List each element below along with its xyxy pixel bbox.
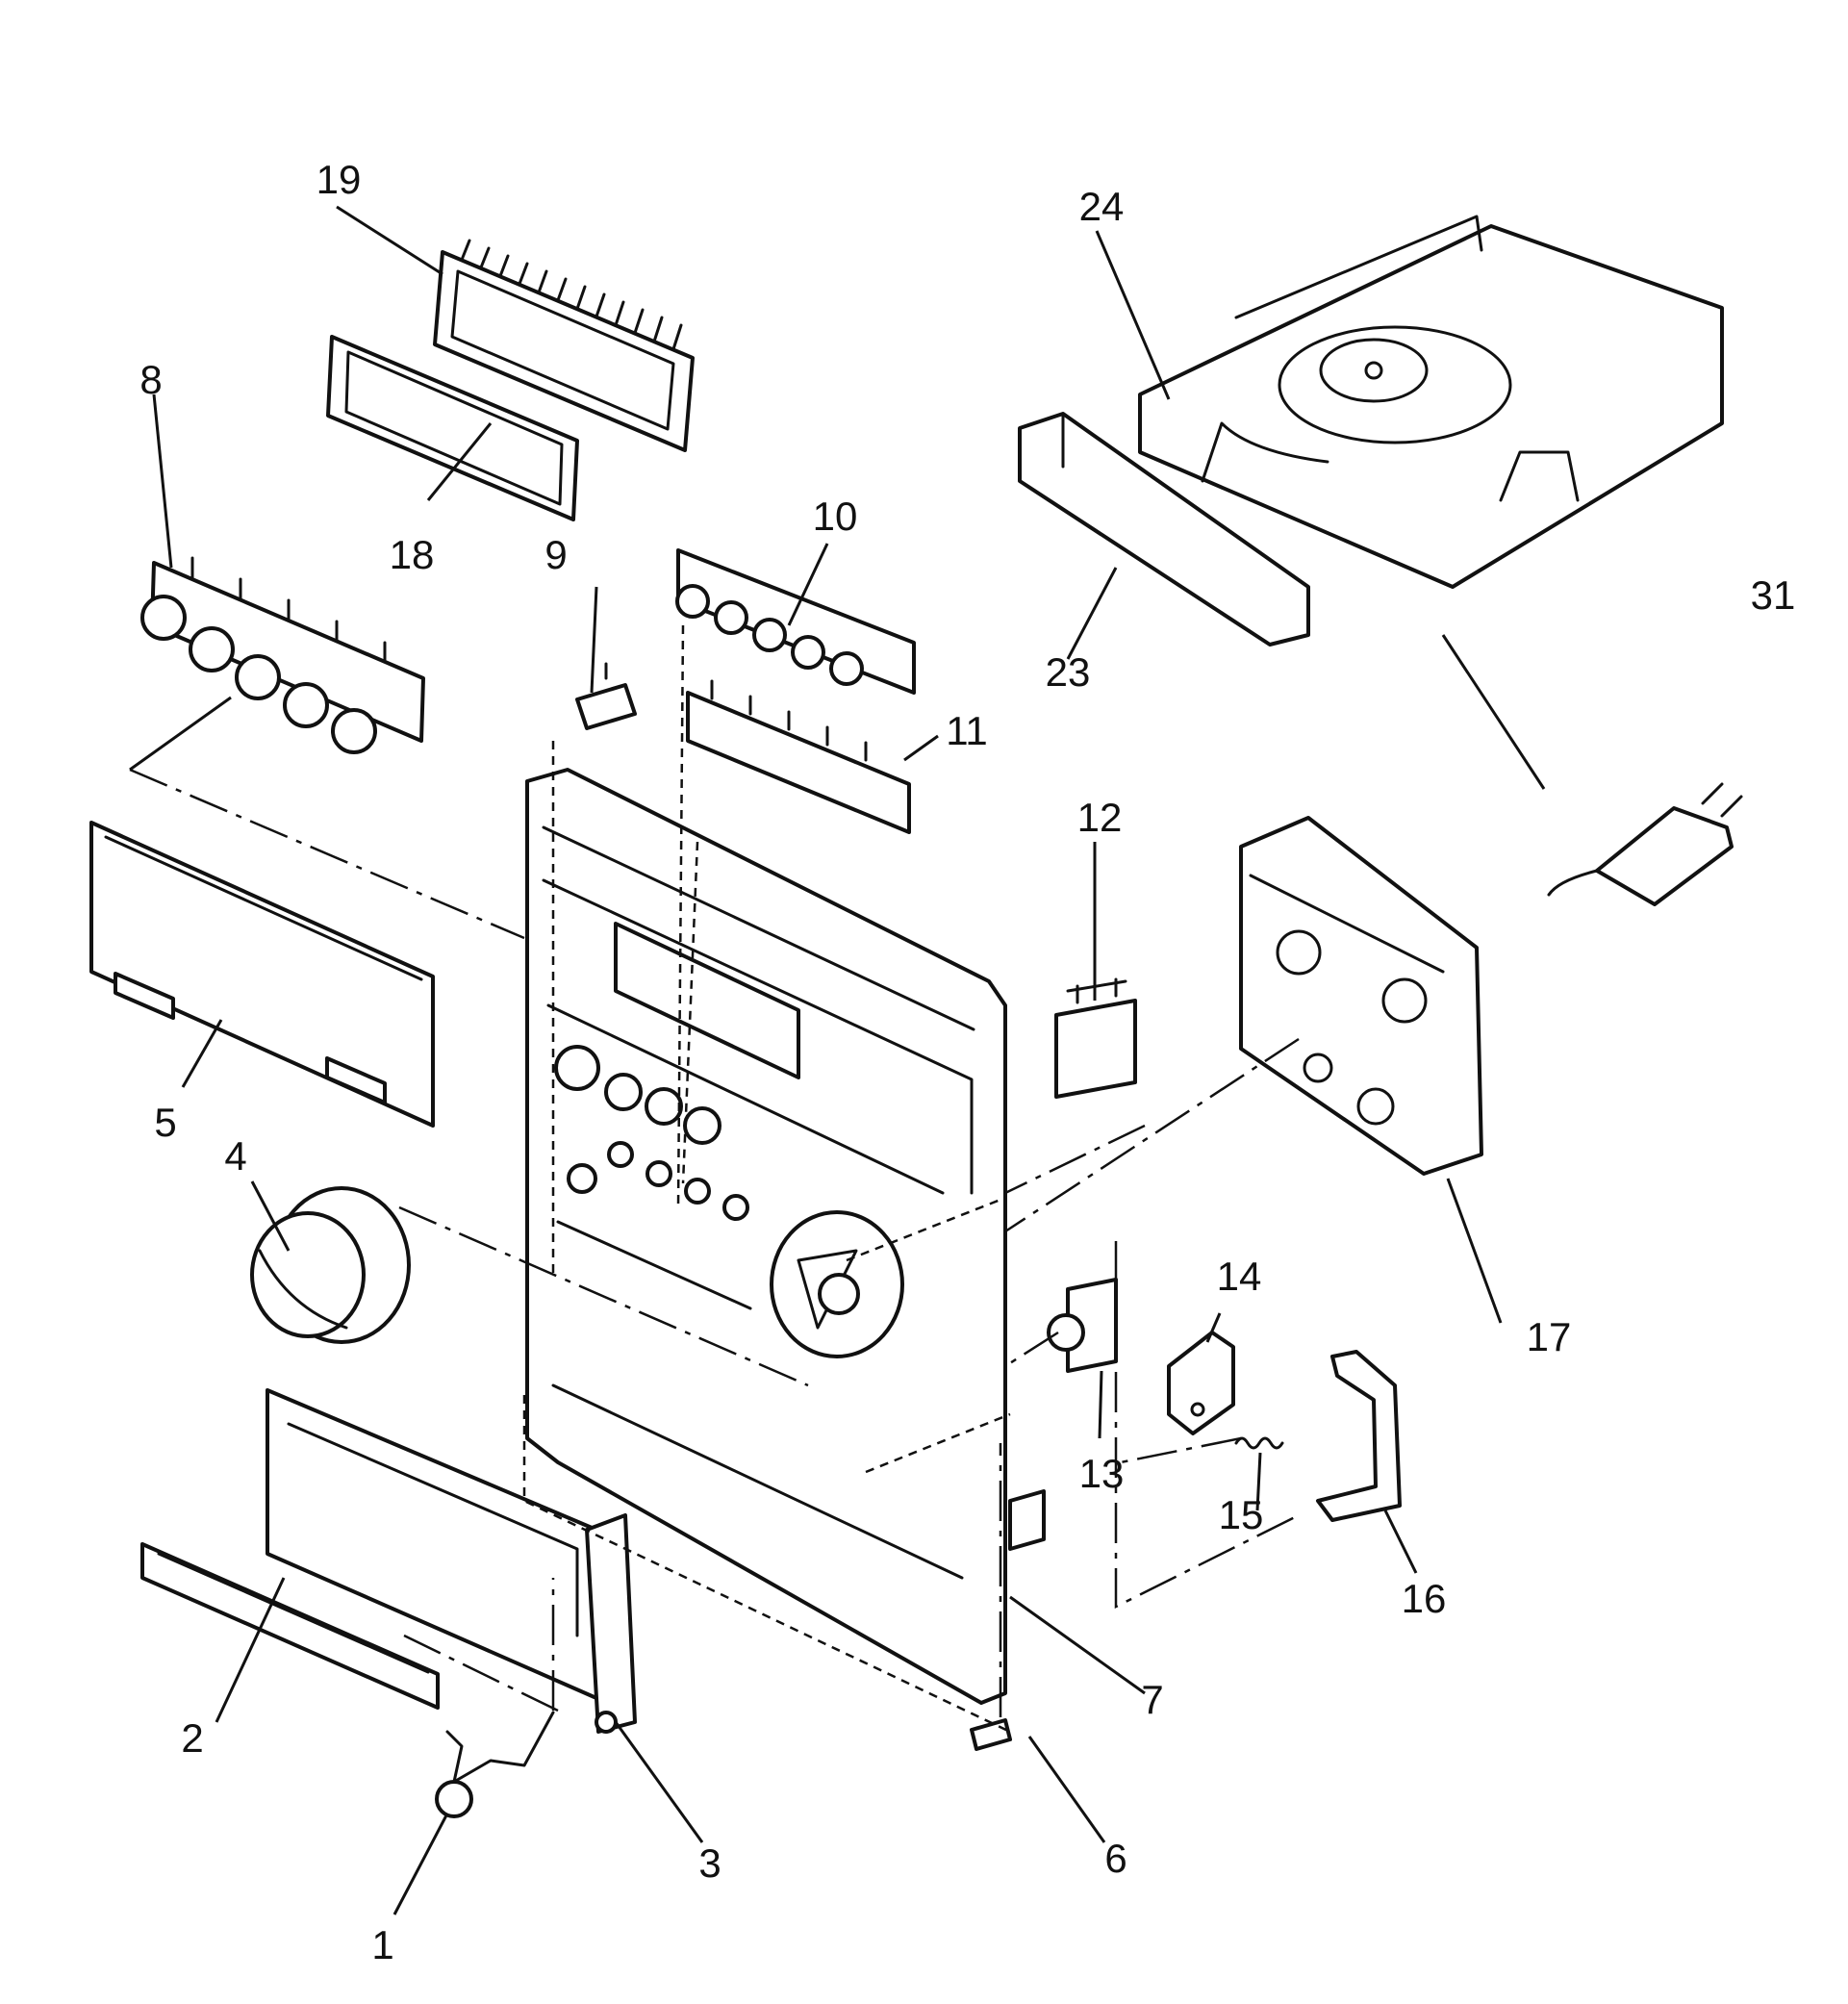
label-19: 19 (316, 157, 362, 202)
label-8: 8 (139, 357, 162, 402)
label-16: 16 (1402, 1576, 1447, 1621)
part-10-switch-board (675, 548, 916, 695)
label-17: 17 (1527, 1314, 1572, 1359)
label-12: 12 (1077, 795, 1123, 840)
part-11-switch-board (686, 679, 911, 834)
label-7: 7 (1141, 1677, 1163, 1722)
part-3-cassette-door (266, 1388, 637, 1734)
label-10: 10 (813, 494, 858, 539)
label-24: 24 (1079, 184, 1125, 229)
part-18-display-panel (326, 335, 579, 521)
part-17-cassette-deck-mechanism (1239, 816, 1483, 1176)
assembly-guide-lines (129, 624, 1300, 1734)
label-23: 23 (1046, 649, 1091, 695)
part-19-display-module (433, 239, 695, 452)
label-31: 31 (1751, 572, 1796, 618)
label-4: 4 (224, 1133, 246, 1179)
part-12-switch-block (1054, 977, 1137, 1099)
part-4-volume-knob (250, 1186, 411, 1344)
part-1-spring (435, 1711, 555, 1818)
part-5-front-panel (89, 821, 435, 1128)
label-5: 5 (154, 1100, 176, 1145)
label-leader-lines (152, 205, 1546, 1915)
label-11: 11 (946, 708, 988, 753)
label-3: 3 (698, 1840, 721, 1886)
part-9-small-switch (575, 662, 637, 730)
part-2-cassette-door-trim (140, 1542, 440, 1710)
part-7-front-cabinet (525, 768, 1046, 1705)
label-2: 2 (181, 1715, 203, 1761)
part-number-labels: 19 24 8 18 9 10 23 31 11 12 5 4 14 17 13… (139, 157, 1795, 1967)
part-6-foot-pad (970, 1718, 1012, 1751)
part-15-spring (1234, 1436, 1284, 1450)
part-24-cd-mechanism (1138, 215, 1724, 589)
part-14-lever (1167, 1331, 1235, 1435)
label-18: 18 (390, 532, 435, 577)
label-14: 14 (1217, 1254, 1262, 1299)
part-23-cd-tray-front (1018, 412, 1310, 647)
label-15: 15 (1219, 1492, 1264, 1537)
label-6: 6 (1104, 1836, 1127, 1881)
part-13-motor (1047, 1278, 1118, 1373)
part-16-bracket (1316, 1350, 1402, 1522)
label-9: 9 (544, 532, 567, 577)
part-31-power-cord (1547, 782, 1743, 906)
part-8-button-switch-assembly (140, 556, 425, 754)
label-1: 1 (371, 1922, 393, 1967)
label-13: 13 (1079, 1451, 1125, 1496)
